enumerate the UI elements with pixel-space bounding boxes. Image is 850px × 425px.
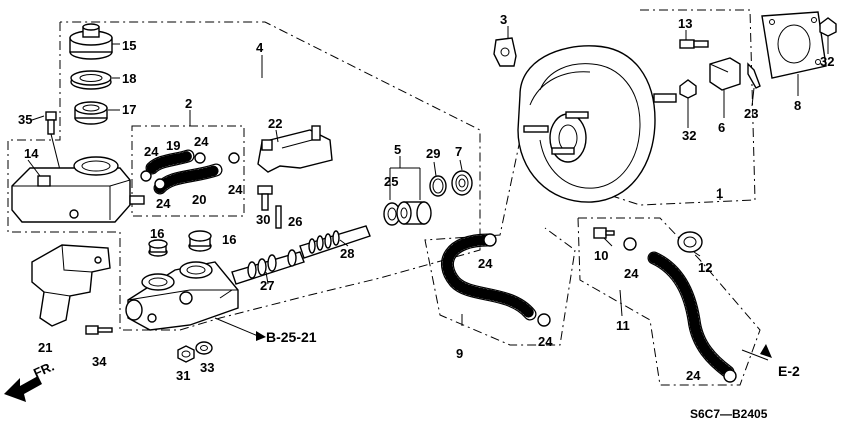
bolt-30 [257, 185, 273, 211]
clamp-24-lower [723, 369, 737, 383]
callout-3: 3 [500, 12, 507, 27]
callout-14: 14 [24, 146, 39, 161]
callout-32a: 32 [682, 128, 696, 143]
callout-26: 26 [288, 214, 302, 229]
reference-e-2: E-2 [778, 363, 800, 379]
callout-25: 25 [384, 174, 398, 189]
gasket-8 [761, 11, 827, 79]
check-valve-10 [593, 227, 615, 239]
callout-15: 15 [122, 38, 136, 53]
washer-33 [195, 341, 213, 355]
callout-24a: 24 [144, 144, 159, 159]
grommet-16a [148, 239, 168, 257]
piston-rod-28 [299, 225, 371, 259]
callout-24d: 24 [156, 196, 171, 211]
callout-16b: 16 [222, 232, 236, 247]
callout-21: 21 [38, 340, 52, 355]
seal-7 [451, 170, 473, 196]
callout-28: 28 [340, 246, 354, 261]
reservoir-seal [74, 101, 108, 125]
callout-34: 34 [92, 354, 107, 369]
reservoir-cap [69, 23, 113, 60]
bolt-34 [85, 325, 113, 335]
valve-22 [257, 125, 333, 173]
callout-31: 31 [176, 368, 190, 383]
clevis-3 [493, 37, 517, 67]
callout-24e: 24 [478, 256, 493, 271]
diagram-code: S6C7—B2405 [690, 407, 768, 421]
reservoir-tank [11, 156, 145, 223]
front-arrow: FR. [4, 359, 56, 402]
callout-10: 10 [594, 248, 608, 263]
callout-24b: 24 [194, 134, 209, 149]
callout-6: 6 [718, 120, 725, 135]
callout-18: 18 [122, 71, 136, 86]
vacuum-hose-9 [441, 233, 551, 327]
callout-23: 23 [744, 106, 758, 121]
callout-30: 30 [256, 212, 270, 227]
master-cylinder-body [125, 261, 239, 331]
callout-1: 1 [716, 186, 723, 201]
nut-31 [177, 345, 195, 363]
callout-12: 12 [698, 260, 712, 275]
bolt-13 [679, 39, 709, 49]
callout-24c: 24 [228, 182, 243, 197]
piston-27 [231, 249, 305, 285]
callout-11: 11 [616, 318, 630, 333]
callout-9: 9 [456, 346, 463, 361]
seal-29 [429, 175, 447, 197]
brake-booster [517, 45, 677, 203]
callout-4: 4 [256, 40, 264, 55]
callout-33: 33 [200, 360, 214, 375]
callout-24g: 24 [624, 266, 639, 281]
pin-26 [275, 205, 282, 229]
vacuum-hose-11 [647, 251, 735, 379]
reference-b-25-21: B-25-21 [266, 329, 317, 345]
joint-6 [709, 57, 741, 91]
hose-20 [153, 163, 223, 195]
nut-32b [819, 17, 837, 37]
callout-5: 5 [394, 142, 401, 157]
clip-23 [747, 62, 761, 89]
callout-numbers: 15 18 17 35 14 4 2 24 19 24 24 24 20 22 … [18, 12, 834, 383]
callout-7: 7 [455, 144, 462, 159]
callout-16a: 16 [150, 226, 164, 241]
callout-13: 13 [678, 16, 692, 31]
callout-2: 2 [185, 96, 192, 111]
nut-32a [679, 79, 697, 99]
seal-5 [396, 201, 432, 225]
callout-22: 22 [268, 116, 282, 131]
callout-24f: 24 [538, 334, 553, 349]
seal-25 [383, 202, 401, 226]
callout-8: 8 [794, 98, 801, 113]
callout-19: 19 [166, 138, 180, 153]
leader-lines [27, 26, 829, 361]
front-label: FR. [31, 359, 56, 381]
callout-32b: 32 [820, 54, 834, 69]
clamp-24 [623, 237, 637, 251]
reservoir-bracket [31, 244, 111, 327]
callout-27: 27 [260, 278, 274, 293]
grommet-16b [188, 230, 212, 252]
callout-17: 17 [122, 102, 136, 117]
callout-24h: 24 [686, 368, 701, 383]
reservoir-strainer [70, 70, 112, 90]
hose-clips [140, 152, 240, 190]
callout-20: 20 [192, 192, 206, 207]
callout-35: 35 [18, 112, 32, 127]
clamp-12 [677, 231, 703, 253]
hose-19 [145, 149, 195, 175]
callout-29: 29 [426, 146, 440, 161]
